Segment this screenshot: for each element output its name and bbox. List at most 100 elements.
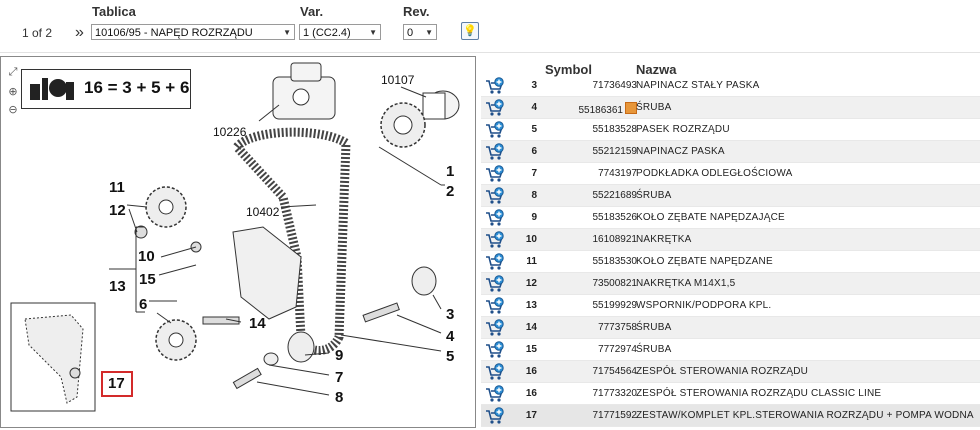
add-to-cart-icon[interactable] [485,363,505,381]
chevron-down-icon: ▼ [369,28,377,37]
add-to-cart-icon[interactable] [485,209,505,227]
add-to-cart-icon[interactable] [485,407,505,425]
row-name: ZESTAW/KOMPLET KPL.STEROWANIA ROZRZĄDU +… [636,410,974,421]
fit-view-icon[interactable]: ⤢ [8,66,18,78]
add-to-cart-icon[interactable] [485,253,505,271]
toolbar: 1 of 2 » Tablica 10106/95 - NAPĘD ROZRZĄ… [0,0,980,53]
row-symbol: 55183530 [541,256,638,267]
callout-3[interactable]: 3 [446,306,455,323]
row-symbol-text: 7773758 [598,322,637,333]
row-name: KOŁO ZĘBATE NAPĘDZAJĄCE [636,212,785,223]
row-number: 3 [531,80,537,91]
add-to-cart-icon[interactable] [485,77,505,95]
row-symbol: 73500821 [541,278,638,289]
callout-4[interactable]: 4 [446,328,455,345]
row-number: 17 [525,410,537,421]
row-symbol-text: 7743197 [598,168,637,179]
row-name: NAPINACZ STAŁY PASKA [636,80,760,91]
callout-15[interactable]: 15 [139,271,156,288]
row-symbol-text: 71771592 [592,410,638,421]
callout-6[interactable]: 6 [139,296,148,313]
row-number: 16 [525,388,537,399]
add-to-cart-icon[interactable] [485,319,505,337]
add-to-cart-icon[interactable] [485,165,505,183]
part-ref-10402: 10402 [246,205,280,219]
var-select[interactable]: 1 (CC2.4) ▼ [299,24,381,40]
add-to-cart-icon[interactable] [485,143,505,161]
row-name: ŚRUBA [636,344,672,355]
add-to-cart-icon[interactable] [485,385,505,403]
row-symbol-text: 55221689 [592,190,638,201]
callout-17[interactable]: 17 [108,375,125,392]
callout-8[interactable]: 8 [335,389,344,406]
callout-12[interactable]: 12 [109,202,126,219]
row-name: ŚRUBA [636,102,672,113]
row-symbol-text: 55212159 [592,146,638,157]
row-number: 7 [531,168,537,179]
table-select[interactable]: 10106/95 - NAPĘD ROZRZĄDU ▼ [91,24,295,40]
row-symbol-text: 7772974 [598,344,637,355]
lightbulb-icon[interactable]: 💡 [461,22,479,40]
zoom-out-icon[interactable]: ⊖ [8,104,18,116]
next-page-icon[interactable]: » [75,24,84,41]
callout-11[interactable]: 11 [109,179,125,196]
callout-13[interactable]: 13 [109,278,126,295]
row-symbol: 55186361 [541,102,637,116]
var-label: Var. [300,4,324,19]
callout-10[interactable]: 10 [138,248,155,265]
row-symbol: 55199929 [541,300,638,311]
row-symbol: 55212159 [541,146,638,157]
rev-select[interactable]: 0 ▼ [403,24,437,40]
add-to-cart-icon[interactable] [485,121,505,139]
callout-2[interactable]: 2 [446,183,455,200]
add-to-cart-icon[interactable] [485,341,505,359]
rev-select-value: 0 [407,27,414,39]
kit-icon [30,78,74,100]
row-symbol: 55183526 [541,212,638,223]
callout-7[interactable]: 7 [335,369,344,386]
callout-14[interactable]: 14 [249,315,266,332]
callout-5[interactable]: 5 [446,348,455,365]
table-select-value: 10106/95 - NAPĘD ROZRZĄDU [95,27,253,39]
add-to-cart-icon[interactable] [485,275,505,293]
callout-9[interactable]: 9 [335,347,344,364]
row-symbol-text: 55183526 [592,212,638,223]
zoom-in-icon[interactable]: ⊕ [8,86,18,98]
callout-17-highlight [101,371,133,397]
row-name: NAKRĘTKA M14X1,5 [636,278,736,289]
add-to-cart-icon[interactable] [485,187,505,205]
row-symbol: 55183528 [541,124,638,135]
add-to-cart-icon[interactable] [485,297,505,315]
rev-label: Rev. [403,4,430,19]
add-to-cart-icon[interactable] [485,99,505,117]
row-symbol: 7772974 [541,344,637,355]
add-to-cart-icon[interactable] [485,231,505,249]
row-symbol: 16108921 [541,234,638,245]
callout-1[interactable]: 1 [446,163,455,180]
row-symbol-text: 71736493 [592,80,638,91]
info-icon[interactable] [625,102,637,114]
kit-legend-text: 16 = 3 + 5 + 6 [84,78,190,97]
var-select-value: 1 (CC2.4) [303,27,351,39]
row-name: ZESPÓŁ STEROWANIA ROZRZĄDU [636,366,809,377]
table-label: Tablica [92,4,136,19]
row-symbol: 7743197 [541,168,637,179]
row-symbol-text: 55186361 [578,105,624,116]
row-number: 4 [531,102,537,113]
table-row[interactable]: 4 55186361 ŚRUBA [481,97,980,119]
